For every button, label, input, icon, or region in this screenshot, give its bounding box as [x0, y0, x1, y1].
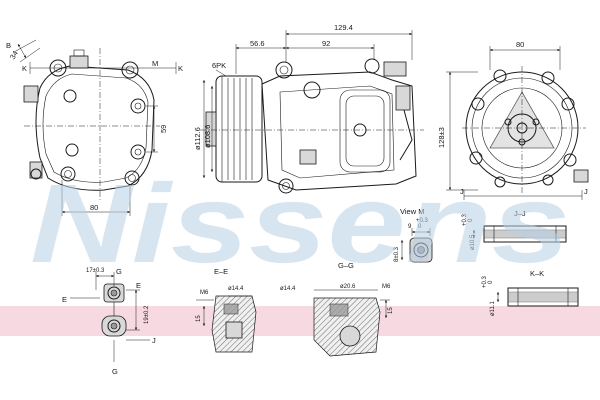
section-ee-dim-15: 15: [196, 315, 202, 322]
dim-d112-6-label: ø112.6: [193, 127, 202, 150]
section-j-left-label: J: [460, 187, 464, 196]
fitting-detail: [70, 272, 150, 362]
section-gg-d14-4: ø14.4: [280, 286, 296, 292]
dim-80-face-label: 80: [516, 40, 524, 49]
fitting-dim-17: 17±0.3: [86, 268, 105, 274]
dim-59-label: 59: [159, 125, 168, 133]
section-ee: [196, 295, 257, 353]
nissens-watermark: Nissens: [30, 161, 570, 286]
fitting-label-j: J: [152, 336, 156, 345]
background-band: [0, 306, 600, 336]
section-gg-d20-6: ø20.6: [340, 284, 356, 290]
section-kk-dim: ø11.1: [490, 300, 496, 316]
section-jj-tol-b: 0: [468, 218, 474, 222]
dim-129-4-label: 129.4: [334, 23, 353, 32]
belt-6pk-label: 6PK: [212, 61, 226, 70]
section-kk-tol: +0.3: [482, 275, 488, 288]
dim-b-label: B: [6, 41, 11, 50]
view-m-dim-9: 9: [408, 224, 412, 230]
view-m-title: View M: [400, 207, 424, 216]
dim-56-6-label: 56.6: [250, 39, 265, 48]
section-ee-title: E–E: [214, 267, 228, 276]
view-m-marker-label: M: [152, 59, 158, 68]
dim-d108-6-label: ø108.6: [203, 125, 212, 148]
section-j-right-label: J: [584, 187, 588, 196]
dim-34-label: 34: [8, 49, 20, 61]
section-jj: [472, 225, 567, 243]
section-k-right-label: K: [178, 64, 183, 73]
section-kk-title: K–K: [530, 269, 544, 278]
section-jj-title: J–J: [514, 209, 526, 218]
front-view: [13, 39, 177, 216]
section-kk-tol-b: 0: [488, 280, 494, 284]
section-jj-tol: +0.3: [462, 213, 468, 226]
section-gg: [313, 289, 390, 357]
section-ee-m6: M6: [200, 290, 209, 296]
section-gg-m6: M6: [382, 284, 391, 290]
side-view: [200, 30, 424, 194]
pulley-face-view: [446, 46, 589, 200]
dim-80-front-label: 80: [90, 203, 98, 212]
section-ee-d14-4: ø14.4: [228, 286, 244, 292]
view-m-tol-b: 0: [418, 224, 422, 230]
section-gg-dim-15: 15: [388, 307, 394, 314]
section-gg-title: G–G: [338, 261, 354, 270]
fitting-label-e-left: E: [62, 295, 67, 304]
fitting-label-g-top: G: [116, 267, 122, 276]
dim-92-label: 92: [322, 39, 330, 48]
section-jj-dim: ø10.5: [470, 234, 476, 250]
fitting-dim-19: 19±0.2: [144, 305, 150, 324]
view-m-detail: [400, 228, 433, 263]
fitting-label-e-right: E: [136, 281, 141, 290]
section-kk: [496, 287, 579, 307]
dim-128-label: 128±3: [437, 127, 446, 148]
section-k-left-label: K: [22, 64, 27, 73]
view-m-dim-8: 8±0.3: [394, 246, 400, 262]
view-m-tol: +0.3: [416, 218, 429, 224]
fitting-label-g-bottom: G: [112, 367, 118, 376]
